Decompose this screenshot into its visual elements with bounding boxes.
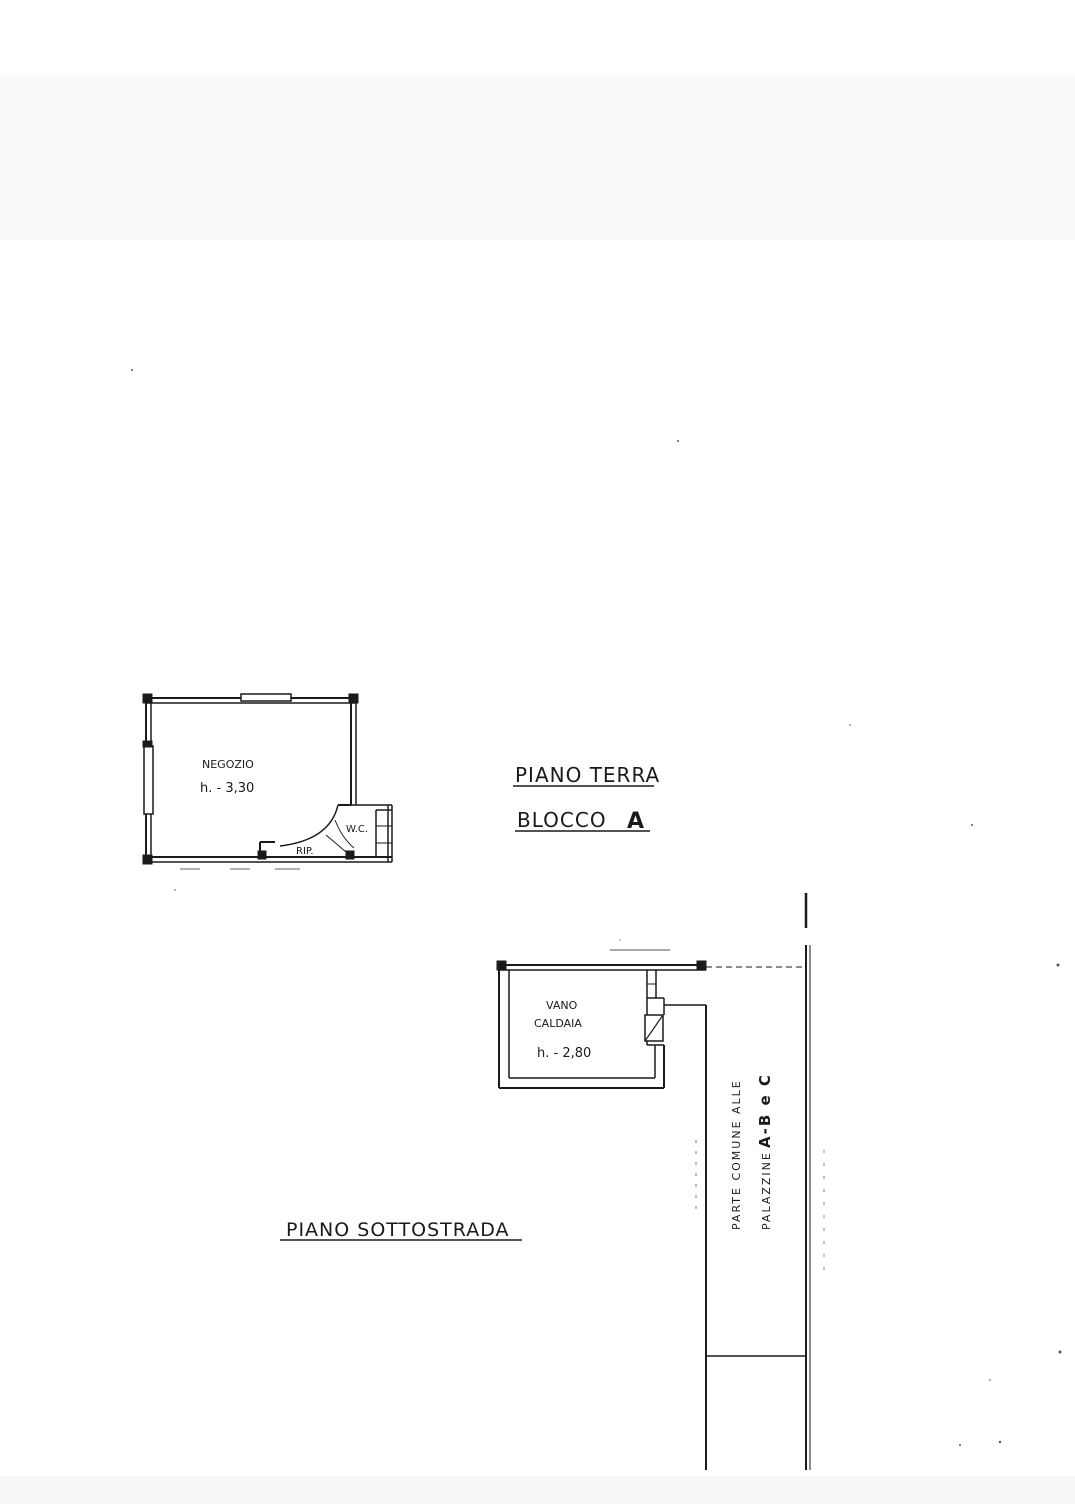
basement-title: PIANO SOTTOSTRADA <box>286 1219 510 1241</box>
door-swing-arc <box>334 819 355 849</box>
shop-top-window <box>240 693 292 702</box>
common-area-line1: PARTE COMUNE ALLE <box>730 1079 743 1230</box>
boiler-room-name-line2: CALDAIA <box>534 1017 582 1030</box>
shop-name-label: NEGOZIO <box>202 758 254 771</box>
block-letter: A <box>627 809 645 834</box>
pillar <box>142 693 153 704</box>
pillar <box>348 693 359 704</box>
shop-left-window <box>143 745 154 815</box>
wc-label: W.C. <box>346 824 368 835</box>
boiler-room-name-line1: VANO <box>546 999 578 1012</box>
pillar <box>142 740 153 748</box>
storage-label: RIP. <box>296 846 314 857</box>
boiler-room-height-label: h. - 2,80 <box>537 1046 591 1061</box>
pillar <box>496 960 507 971</box>
common-area-buildings: A-B e C <box>756 1073 774 1148</box>
common-area-label: PARTE COMUNE ALLE PALAZZINE A-B e C <box>730 1073 774 1230</box>
scan-bottom-band <box>0 1476 1075 1504</box>
ground-floor-title: PIANO TERRA <box>515 763 660 787</box>
pillar <box>257 850 267 860</box>
shop-plan <box>142 693 393 870</box>
block-title: BLOCCO <box>517 808 607 832</box>
boiler-room-plan <box>496 893 825 1470</box>
shop-height-label: h. - 3,30 <box>200 781 254 796</box>
scan-top-band <box>0 75 1075 240</box>
scan-specks <box>131 369 1062 1446</box>
door-swing-arc <box>279 804 339 847</box>
pillar <box>696 960 707 971</box>
common-area-line2: PALAZZINE <box>760 1151 773 1230</box>
pillar <box>142 854 153 865</box>
